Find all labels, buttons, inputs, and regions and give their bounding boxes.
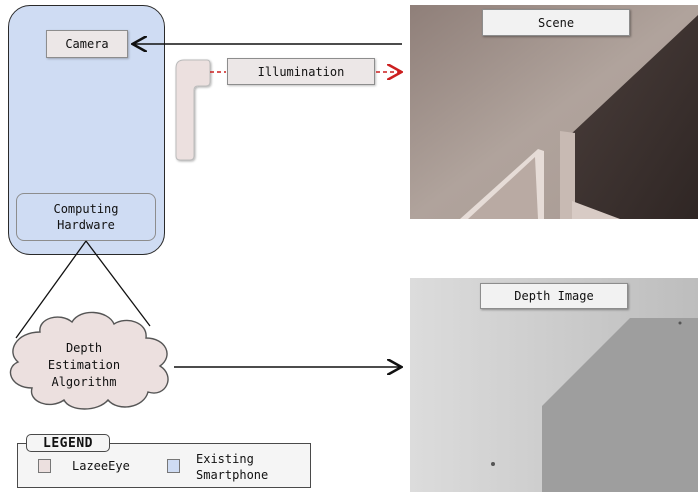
legend-item-smartphone: Existing Smartphone: [196, 452, 269, 482]
computing-hardware-label: Computing Hardware: [53, 202, 119, 232]
camera-box: Camera: [46, 30, 128, 58]
legend-box: [17, 443, 311, 488]
computing-hardware-box: Computing Hardware: [16, 193, 156, 241]
scene-image: [410, 5, 698, 219]
computing-link-right: [85, 240, 151, 327]
legend-item-lazeeeye: LazeeEye: [72, 459, 130, 473]
depth-image-label: Depth Image: [514, 289, 594, 303]
illumination-box: Illumination: [227, 58, 375, 85]
algorithm-cloud: [9, 311, 169, 410]
camera-label: Camera: [65, 37, 109, 51]
depth-image: [410, 278, 698, 492]
depth-speck: [678, 321, 682, 325]
laser-attachment: [175, 59, 211, 161]
illumination-label: Illumination: [257, 64, 345, 79]
depth-image-title-box: Depth Image: [480, 283, 628, 309]
depth-speck: [491, 462, 495, 466]
legend-swatch-smartphone: [167, 459, 180, 473]
legend-title: LEGEND: [43, 435, 93, 451]
scene-photo: [410, 5, 698, 219]
scene-label: Scene: [537, 15, 575, 30]
scene-title-box: Scene: [482, 9, 630, 36]
algorithm-label: Depth Estimation Algorithm: [47, 341, 121, 389]
depth-image-photo: [410, 278, 698, 492]
legend-swatch-lazeeeye: [38, 459, 51, 473]
legend-title-box: LEGEND: [26, 434, 110, 452]
computing-link-left: [15, 240, 87, 339]
